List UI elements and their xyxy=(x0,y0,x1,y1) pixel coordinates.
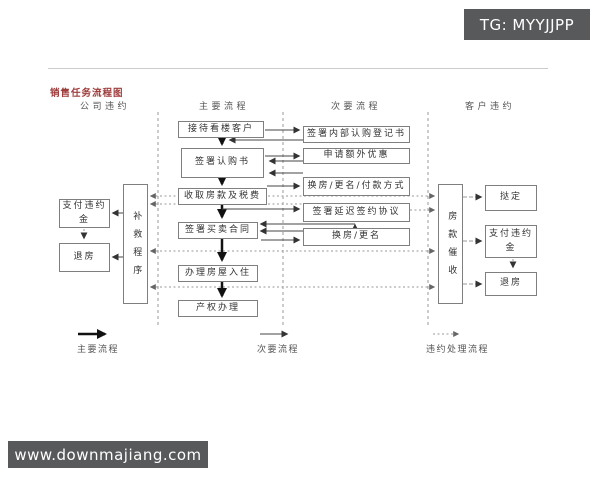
customer-breach-pay-penalty: 支付违约金 xyxy=(485,225,537,258)
main-step-sign-subscription: 签署认购书 xyxy=(181,148,264,178)
main-step-collect-payment: 收取房款及税费 xyxy=(178,188,267,205)
top-watermark-text: TG: MYYJJPP xyxy=(479,15,575,34)
top-watermark-banner: TG: MYYJJPP xyxy=(464,9,590,40)
secondary-step-delayed-signing: 签署延迟签约协议 xyxy=(303,203,410,222)
column-header-company-breach: 公司违约 xyxy=(79,102,130,112)
bottom-watermark-text: www.downmajiang.com xyxy=(14,445,202,464)
bottom-watermark-banner: www.downmajiang.com xyxy=(8,441,208,468)
main-step-move-in: 办理房屋入住 xyxy=(178,265,258,282)
secondary-step-change-rename: 换房/更名 xyxy=(303,228,410,246)
horizontal-divider xyxy=(48,68,548,69)
secondary-step-internal-registration: 签署内部认购登记书 xyxy=(303,126,410,143)
page-title: 销售任务流程图 xyxy=(50,88,124,99)
remedy-program-box: 补救程序 xyxy=(123,184,148,304)
secondary-step-change-payment: 换房/更名/付款方式 xyxy=(303,177,410,196)
legend-secondary-flow-label: 次要流程 xyxy=(257,345,300,355)
company-breach-return-house: 退房 xyxy=(59,243,110,272)
company-breach-pay-penalty: 支付违约金 xyxy=(59,199,110,228)
column-header-secondary-flow: 次要流程 xyxy=(330,102,381,112)
column-header-main-flow: 主要流程 xyxy=(198,102,249,112)
legend-main-flow-label: 主要流程 xyxy=(77,345,120,355)
column-header-customer-breach: 客户违约 xyxy=(464,102,515,112)
secondary-step-extra-discount: 申请额外优惠 xyxy=(303,148,410,164)
payment-collection-box: 房款催收 xyxy=(438,184,463,304)
customer-breach-forfeit-deposit: 挞定 xyxy=(485,185,537,211)
customer-breach-return-house: 退房 xyxy=(485,272,537,296)
legend-breach-flow-label: 违约处理流程 xyxy=(426,345,490,355)
main-step-sign-sale-contract: 签署买卖合同 xyxy=(178,222,258,239)
main-step-receive-customers: 接待看楼客户 xyxy=(178,121,264,138)
main-step-property-rights: 产权办理 xyxy=(178,300,258,317)
